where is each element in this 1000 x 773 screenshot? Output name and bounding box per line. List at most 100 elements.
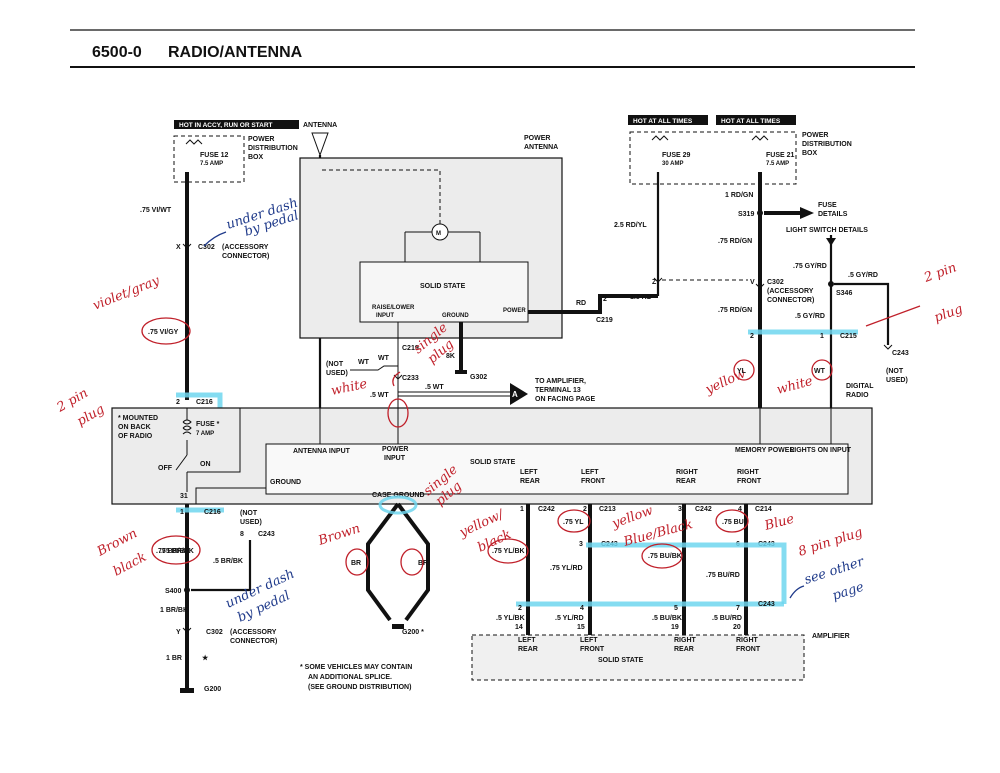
svg-text:C233: C233 [402, 375, 419, 382]
svg-text:7 AMP: 7 AMP [196, 431, 214, 437]
svg-text:FUSE: FUSE [818, 202, 837, 209]
svg-text:C302: C302 [767, 279, 784, 286]
antenna-icon [311, 132, 329, 157]
svg-text:.5 BU/BK: .5 BU/BK [652, 615, 682, 622]
svg-text:FRONT: FRONT [737, 478, 762, 485]
svg-text:DETAILS: DETAILS [818, 211, 848, 218]
svg-text:A: A [512, 390, 518, 399]
svg-text:REAR: REAR [518, 646, 538, 653]
svg-text:X: X [176, 244, 181, 251]
hot-all-times-badge-1 [628, 115, 708, 125]
svg-text:RIGHT: RIGHT [674, 637, 697, 644]
svg-text:FUSE 21: FUSE 21 [766, 152, 795, 159]
svg-text:HOT AT ALL TIMES: HOT AT ALL TIMES [721, 118, 781, 125]
svg-text:USED): USED) [326, 370, 348, 377]
svg-text:3: 3 [678, 506, 682, 513]
hot-accy-text: HOT IN ACCY, RUN OR START [179, 122, 273, 129]
svg-text:1 BR: 1 BR [166, 655, 182, 662]
svg-text:OF RADIO: OF RADIO [118, 433, 153, 440]
svg-text:S346: S346 [836, 290, 852, 297]
svg-text:LEFT: LEFT [520, 469, 538, 476]
svg-text:V: V [750, 279, 755, 286]
svg-text:2 pin: 2 pin [921, 260, 958, 286]
svg-text:page: page [831, 580, 866, 604]
svg-text:M: M [436, 231, 441, 237]
svg-text:FUSE *: FUSE * [196, 421, 220, 428]
svg-text:RD: RD [576, 300, 586, 307]
svg-text:plug: plug [932, 302, 965, 326]
svg-text:BR: BR [351, 560, 361, 567]
svg-text:C213: C213 [599, 506, 616, 513]
svg-text:FRONT: FRONT [581, 478, 606, 485]
svg-text:(ACCESSORY: (ACCESSORY [767, 288, 814, 295]
svg-text:HOT AT ALL TIMES: HOT AT ALL TIMES [633, 118, 693, 125]
svg-text:FRONT: FRONT [736, 646, 761, 653]
speaker-wires [526, 504, 748, 635]
svg-text:C215: C215 [840, 333, 857, 340]
svg-text:GROUND: GROUND [270, 479, 301, 486]
svg-text:WT: WT [814, 368, 826, 375]
svg-text:C216: C216 [204, 509, 221, 516]
svg-text:violet/gray: violet/gray [91, 273, 163, 314]
svg-text:3: 3 [579, 541, 583, 548]
amplifier-box [471, 634, 805, 681]
svg-text:ON BACK: ON BACK [118, 424, 151, 431]
svg-text:Brown: Brown [316, 521, 363, 549]
svg-text:AMPLIFIER: AMPLIFIER [812, 633, 850, 640]
svg-text:RIGHT: RIGHT [736, 637, 759, 644]
svg-text:19: 19 [671, 624, 679, 631]
right-power-distribution-box [629, 131, 797, 185]
svg-text:ANTENNA INPUT: ANTENNA INPUT [293, 448, 351, 455]
svg-text:DIGITAL: DIGITAL [846, 383, 874, 390]
svg-text:LEFT: LEFT [580, 637, 598, 644]
svg-text:(NOT: (NOT [326, 361, 344, 368]
svg-text:FUSE 29: FUSE 29 [662, 152, 691, 159]
svg-text:MEMORY POWER: MEMORY POWER [735, 447, 795, 454]
svg-text:1 RD/GN: 1 RD/GN [725, 192, 753, 199]
svg-text:SOLID STATE: SOLID STATE [598, 657, 644, 664]
svg-text:20: 20 [733, 624, 741, 631]
svg-text:* MOUNTED: * MOUNTED [118, 415, 158, 422]
svg-text:REAR: REAR [674, 646, 694, 653]
svg-text:.75 BU/BK: .75 BU/BK [648, 553, 682, 560]
svg-text:DISTRIBUTION: DISTRIBUTION [802, 141, 852, 148]
svg-text:.75 GY/RD: .75 GY/RD [793, 263, 827, 270]
svg-text:8: 8 [240, 531, 244, 538]
svg-text:FRONT: FRONT [580, 646, 605, 653]
svg-text:.75 VI/WT: .75 VI/WT [140, 207, 172, 214]
svg-text:.5 GY/RD: .5 GY/RD [795, 313, 825, 320]
svg-text:7: 7 [736, 605, 740, 612]
svg-text:4: 4 [738, 506, 742, 513]
svg-text:G200: G200 [204, 686, 221, 693]
svg-text:C242: C242 [695, 506, 712, 513]
svg-text:C243: C243 [758, 601, 775, 608]
svg-text:BOX: BOX [248, 154, 264, 161]
svg-text:5: 5 [674, 605, 678, 612]
svg-text:G302: G302 [470, 374, 487, 381]
svg-text:4: 4 [580, 605, 584, 612]
svg-text:2: 2 [176, 399, 180, 406]
svg-text:POWER: POWER [503, 308, 526, 314]
svg-text:C302: C302 [206, 629, 223, 636]
svg-text:POWER: POWER [248, 136, 274, 143]
svg-text:* SOME VEHICLES MAY CONTAIN: * SOME VEHICLES MAY CONTAIN [300, 664, 412, 671]
svg-text:white: white [330, 377, 369, 399]
svg-text:POWER: POWER [802, 132, 828, 139]
svg-text:.75 RD/GN: .75 RD/GN [718, 238, 752, 245]
svg-text:2: 2 [518, 605, 522, 612]
svg-text:.75 BU/RD: .75 BU/RD [706, 572, 740, 579]
svg-text:.75 VI/GY: .75 VI/GY [148, 329, 179, 336]
svg-text:INPUT: INPUT [376, 313, 394, 319]
svg-text:.75 YL: .75 YL [563, 519, 584, 526]
svg-text:1.5 RD: 1.5 RD [630, 294, 652, 301]
svg-text:1: 1 [520, 506, 524, 513]
svg-text:DISTRIBUTION: DISTRIBUTION [248, 145, 298, 152]
svg-text:2: 2 [583, 506, 587, 513]
svg-text:LEFT: LEFT [581, 469, 599, 476]
svg-text:ON FACING PAGE: ON FACING PAGE [535, 396, 595, 403]
svg-text:Y: Y [176, 629, 181, 636]
svg-text:REAR: REAR [676, 478, 696, 485]
svg-text:(NOT: (NOT [240, 510, 258, 517]
